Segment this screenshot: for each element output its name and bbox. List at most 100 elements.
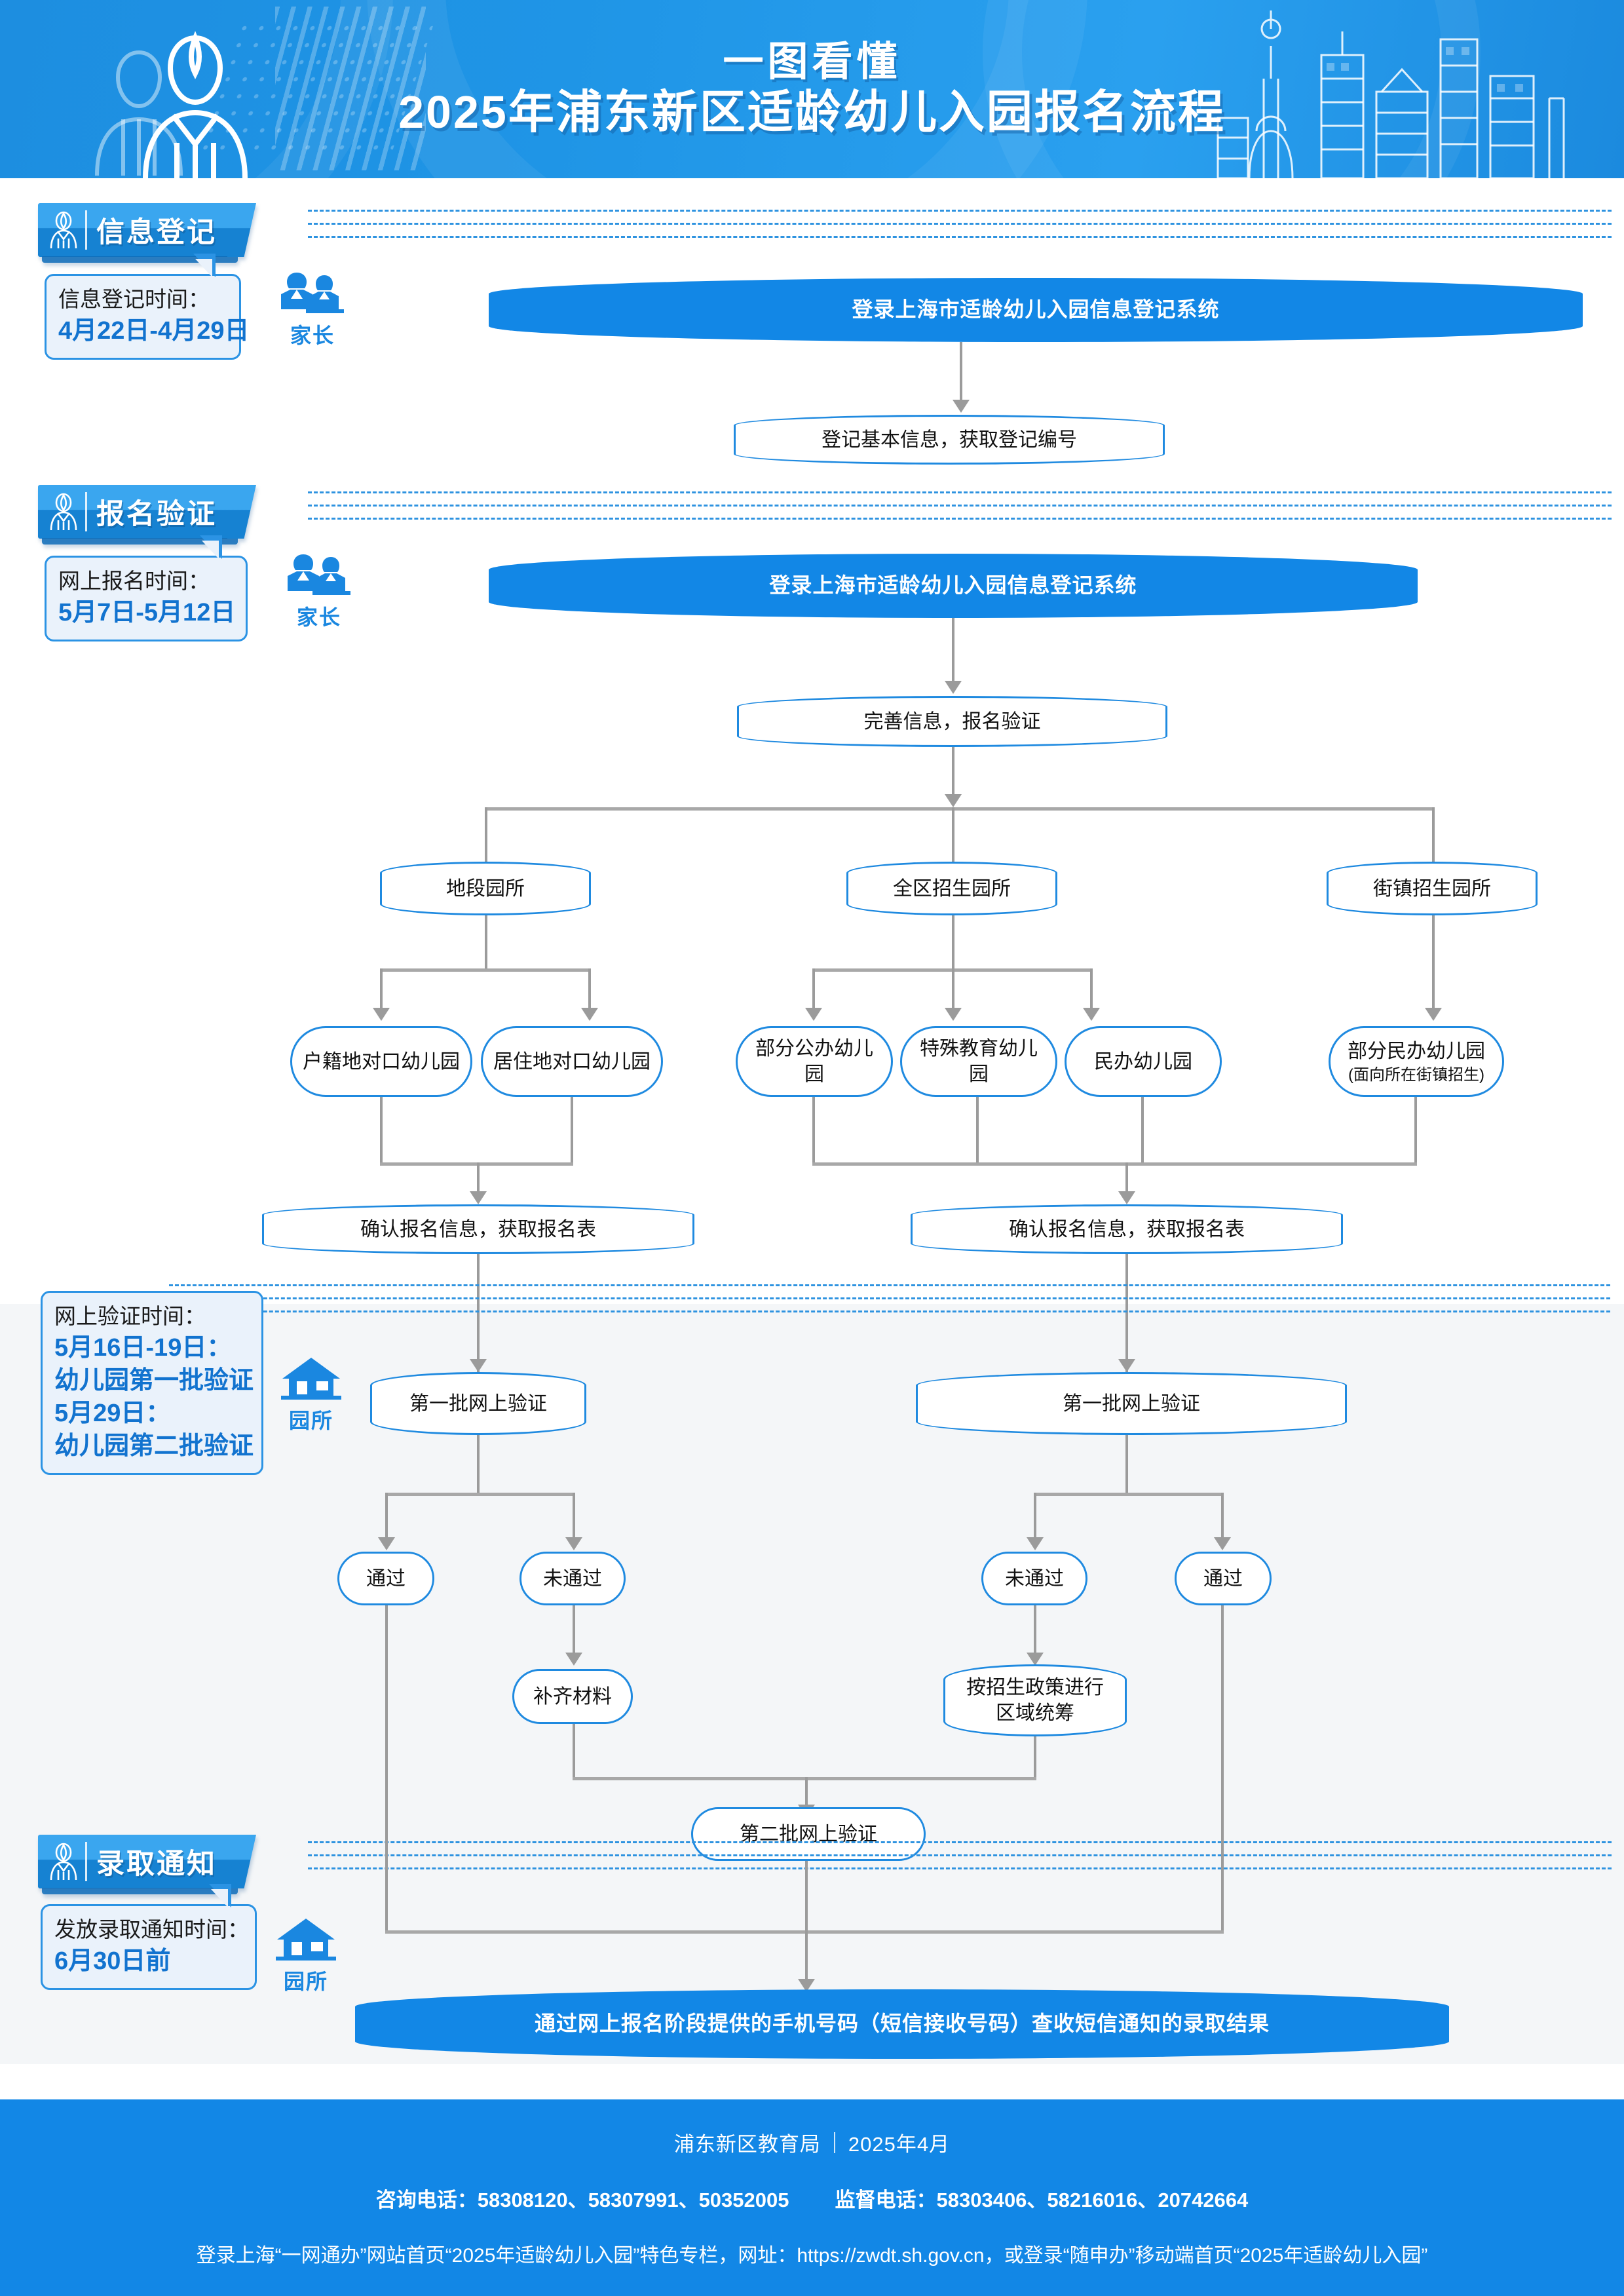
callout-label: 网上报名时间： <box>58 569 210 593</box>
connector-arrow <box>373 1008 390 1021</box>
connector-line <box>1090 968 1093 1016</box>
connector-line <box>1432 915 1435 1016</box>
section-tab-label: 报名验证 <box>96 499 217 530</box>
header-banner: 一图看懂 2025年浦东新区适龄幼儿入园报名流程 <box>0 0 1624 178</box>
node-fail-right: 未通过 <box>981 1552 1087 1605</box>
node-supplement-materials: 补齐材料 <box>512 1669 633 1724</box>
connector-line <box>952 618 954 689</box>
callout-value-1: 5月16日-19日： <box>54 1333 232 1362</box>
actor-parent-2: 家长 <box>283 552 355 631</box>
node-kg-special-education: 特殊教育幼儿园 <box>900 1026 1057 1097</box>
connector-arrow <box>1027 1653 1044 1666</box>
connector-arrow <box>378 1537 395 1550</box>
connector-arrow <box>945 681 962 694</box>
connector-line <box>1034 1736 1036 1779</box>
footer-phones-line: 咨询电话：58308120、58307991、50352005 监督电话：583… <box>376 2183 1249 2213</box>
connector-arrow <box>1214 1537 1231 1550</box>
connector-busbar <box>573 1777 1036 1780</box>
section-tab-label: 录取通知 <box>96 1848 217 1880</box>
callout-value-2: 幼儿园第一批验证 <box>54 1366 254 1394</box>
node-batch1-verify-right: 第一批网上验证 <box>916 1372 1347 1435</box>
connector-line <box>588 968 591 1016</box>
school-house-icon <box>276 1919 336 1961</box>
supervise-phone-numbers: 58303406、58216016、20742664 <box>936 2189 1249 2211</box>
connector-line <box>485 915 487 970</box>
actor-label: 园所 <box>288 1409 333 1432</box>
section-tab-label: 信息登记 <box>96 217 217 248</box>
connector-busbar <box>385 1930 1224 1934</box>
node-pass-right: 通过 <box>1175 1552 1272 1605</box>
callout-online-signup-date: 网上报名时间： 5月7日-5月12日 <box>45 535 248 641</box>
connector-line <box>805 1861 808 1933</box>
node-fail-left: 未通过 <box>519 1552 626 1605</box>
actor-label: 家长 <box>290 324 335 347</box>
connector-arrow <box>1425 1008 1442 1021</box>
callout-value: 5月7日-5月12日 <box>58 598 236 626</box>
banner-title-line2: 2025年浦东新区适龄幼儿入园报名流程 <box>398 86 1226 138</box>
actor-label: 家长 <box>296 605 341 629</box>
section-tab-admission-notice: 录取通知 <box>38 1835 256 1894</box>
section-tab-signup-verify: 报名验证 <box>38 485 256 545</box>
connector-line <box>1221 1605 1224 1933</box>
footer-date: 2025年4月 <box>848 2133 951 2156</box>
connector-arrow <box>805 1008 822 1021</box>
callout-online-verify-date: 网上验证时间： 5月16日-19日： 幼儿园第一批验证 5月29日： 幼儿园第二… <box>41 1291 263 1476</box>
connector-line <box>805 1930 808 1989</box>
footer-website-note: 登录上海“一网通办”网站首页“2025年适龄幼儿入园”特色专栏，网址：https… <box>196 2245 1428 2267</box>
node-complete-info-verify: 完善信息，报名验证 <box>737 696 1167 747</box>
parents-icon <box>281 273 344 313</box>
connector-line <box>1034 1493 1036 1544</box>
person-icon <box>43 485 84 539</box>
node-kg-private-part: 部分民办幼儿园 (面向所在街镇招生) <box>1329 1026 1504 1097</box>
connector-line <box>1125 1254 1128 1372</box>
connector-line <box>1221 1493 1224 1544</box>
connector-arrow <box>565 1653 582 1666</box>
connector-line <box>1034 1605 1036 1662</box>
footer-divider <box>833 2132 835 2153</box>
footer-org-line: 浦东新区教育局 2025年4月 <box>674 2128 950 2157</box>
connector-line <box>812 968 815 1016</box>
connector-line <box>380 1097 383 1165</box>
connector-line <box>1141 1097 1144 1165</box>
school-house-icon <box>281 1358 341 1400</box>
connector-line <box>805 1777 808 1815</box>
connector-busbar <box>1034 1493 1224 1496</box>
callout-value: 4月22日-4月29日 <box>58 316 250 345</box>
connector-line <box>952 968 954 1016</box>
connector-line <box>477 1435 480 1495</box>
connector-arrow <box>1118 1191 1135 1204</box>
tab-dashed-lines <box>308 210 1612 240</box>
connector-line <box>1432 807 1435 877</box>
connector-line <box>1125 1435 1128 1495</box>
connector-line <box>385 1605 388 1933</box>
connector-line <box>573 1605 575 1662</box>
node-register-basic-info: 登记基本信息，获取登记编号 <box>734 415 1165 465</box>
callout-value-3: 5月29日： <box>54 1399 171 1427</box>
supervise-phone-label: 监督电话： <box>835 2189 937 2211</box>
callout-label: 发放录取通知时间： <box>54 1917 249 1942</box>
connector-busbar <box>380 968 591 972</box>
node-admission-result-sms: 通过网上报名阶段提供的手机号码（短信接收号码）查收短信通知的录取结果 <box>355 1989 1449 2059</box>
connector-line <box>485 807 487 877</box>
actor-school-2: 园所 <box>270 1917 342 1995</box>
connector-line <box>812 1097 815 1165</box>
node-login-system-2: 登录上海市适龄幼儿入园信息登记系统 <box>489 554 1418 618</box>
node-kg-public-part: 部分公办幼儿园 <box>736 1026 893 1097</box>
banner-stripes-decoration <box>275 7 426 170</box>
callout-value-4: 幼儿园第二批验证 <box>54 1432 254 1461</box>
callout-label: 网上验证时间： <box>54 1304 206 1328</box>
consult-phone-group: 咨询电话：58308120、58307991、50352005 <box>376 2183 789 2213</box>
connector-busbar <box>385 1493 575 1496</box>
connector-busbar <box>812 1162 1417 1166</box>
connector-arrow <box>1118 1359 1135 1372</box>
connector-arrow <box>581 1008 598 1021</box>
connector-arrow <box>945 1008 962 1021</box>
node-branch-district-school: 地段园所 <box>380 862 591 915</box>
connector-line <box>380 968 383 1016</box>
page-footer: 浦东新区教育局 2025年4月 咨询电话：58308120、58307991、5… <box>0 2099 1624 2296</box>
connector-arrow <box>953 400 970 413</box>
tab-dashed-lines <box>308 1841 1612 1871</box>
connector-arrow <box>470 1359 487 1372</box>
connector-line <box>573 1724 575 1779</box>
